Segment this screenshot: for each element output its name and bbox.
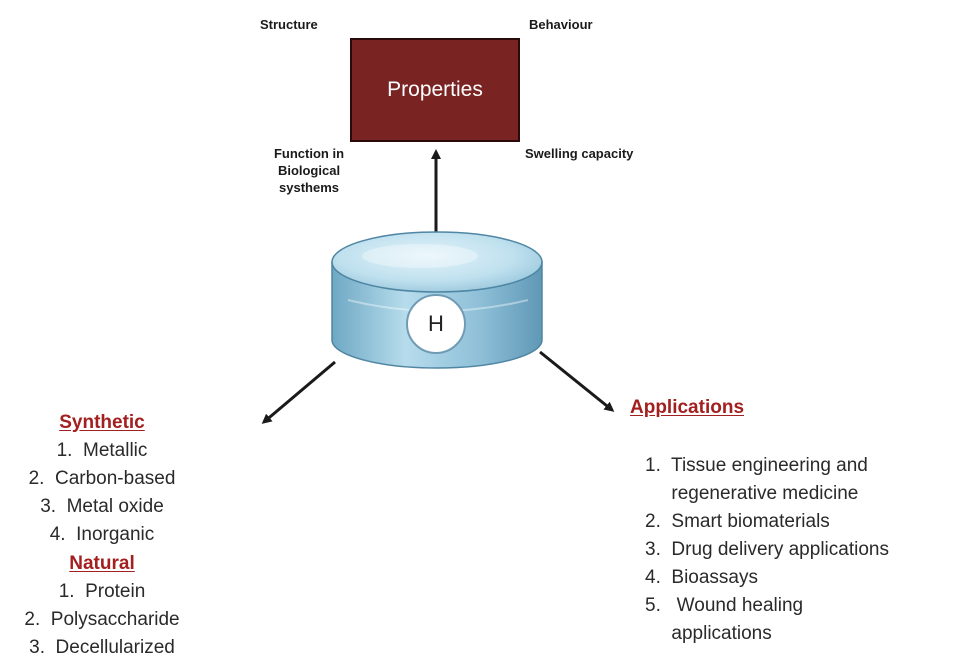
- behaviour-label: Behaviour: [529, 17, 593, 32]
- synthetic-item: 3. Metal oxide: [40, 496, 164, 517]
- applications-list: 1. Tissue engineering and regenerative m…: [645, 452, 889, 648]
- application-item: regenerative medicine: [645, 483, 859, 504]
- swelling-label: Swelling capacity: [525, 146, 634, 161]
- applications-heading: Applications: [630, 397, 745, 418]
- synthetic-item: 2. Carbon-based: [28, 468, 176, 489]
- natural-item: 1. Protein: [58, 581, 146, 602]
- natural-item: 2. Polysaccharide: [24, 609, 180, 630]
- synthetic-item: 4. Inorganic: [49, 524, 155, 545]
- application-item: 5. Wound healing: [645, 595, 804, 616]
- application-item: 1. Tissue engineering and: [645, 455, 868, 476]
- structure-label: Structure: [260, 17, 318, 32]
- arrow-to-types: [261, 360, 336, 424]
- arrow-to-applications: [539, 350, 615, 412]
- types-list: Synthetic 1. Metallic 2. Carbon-based 3.…: [0, 409, 204, 662]
- properties-box: Properties: [350, 38, 520, 142]
- synthetic-heading: Synthetic: [59, 412, 145, 433]
- properties-label: Properties: [387, 78, 483, 101]
- natural-heading: Natural: [69, 553, 135, 574]
- application-item: 3. Drug delivery applications: [645, 539, 889, 560]
- synthetic-item: 1. Metallic: [56, 440, 148, 461]
- application-item: 4. Bioassays: [645, 567, 758, 588]
- center-badge: [406, 294, 466, 354]
- application-item: 2. Smart biomaterials: [645, 511, 830, 532]
- center-label: H: [428, 311, 444, 336]
- natural-item: 3. Decellularized: [29, 637, 175, 658]
- function-label: Function in Biological systhems: [273, 146, 345, 195]
- application-item: applications: [645, 623, 772, 644]
